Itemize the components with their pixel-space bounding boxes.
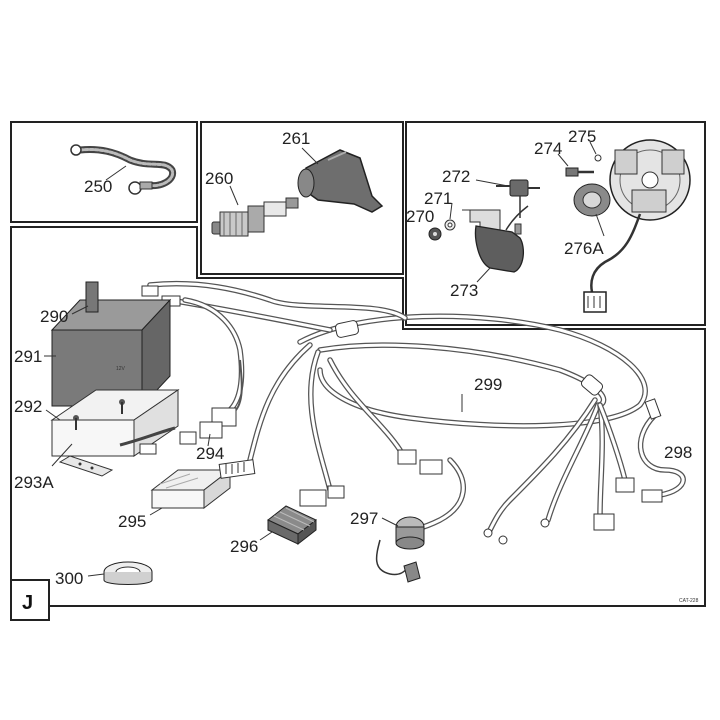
callout-273: 273 <box>450 281 478 300</box>
ground-cable <box>70 144 177 195</box>
callout-271: 271 <box>424 189 452 208</box>
multi-connector <box>218 459 256 479</box>
mounting-plate <box>58 455 114 477</box>
frame-ignition <box>405 121 706 326</box>
callout-291: 291 <box>14 347 42 366</box>
relay-fuse-holder <box>179 359 243 445</box>
callout-272: 272 <box>442 167 470 186</box>
callout-300: 300 <box>55 569 83 588</box>
insulating-tape <box>103 561 153 585</box>
callout-297: 297 <box>350 509 378 528</box>
wiring-harness <box>141 280 686 545</box>
pulse-generator <box>496 179 540 218</box>
callout-250: 250 <box>84 177 112 196</box>
callout-260: 260 <box>205 169 233 188</box>
spark-plug <box>211 197 299 237</box>
callout-276a: 276A <box>564 239 604 258</box>
section-letter: J <box>22 592 33 614</box>
callout-294: 294 <box>196 444 224 463</box>
spark-plug-cap <box>297 149 384 213</box>
catalog-code: CAT-228 <box>679 598 699 604</box>
section-box <box>10 579 50 621</box>
callout-293a: 293A <box>14 473 54 492</box>
cdi-unit <box>150 468 232 510</box>
frame-spark-plug <box>200 121 404 275</box>
frame-wiring <box>10 226 706 607</box>
voltage-regulator <box>267 485 345 546</box>
screw-274 <box>565 154 602 177</box>
callout-270: 270 <box>406 207 434 226</box>
callout-261: 261 <box>282 129 310 148</box>
callout-274: 274 <box>534 139 562 158</box>
callout-298: 298 <box>664 443 692 462</box>
callout-299: 299 <box>474 375 502 394</box>
callout-292: 292 <box>14 397 42 416</box>
frame-ground-cable <box>10 121 198 223</box>
ignition-switch <box>375 516 425 583</box>
callout-296: 296 <box>230 537 258 556</box>
callout-275: 275 <box>568 127 596 146</box>
battery-tray <box>50 389 180 457</box>
nut-washer <box>428 219 456 241</box>
stator <box>573 139 691 313</box>
callout-295: 295 <box>118 512 146 531</box>
svg-text:12V: 12V <box>116 366 126 372</box>
ignition-coil <box>462 205 529 273</box>
battery: 12V <box>50 281 172 408</box>
callout-290: 290 <box>40 307 68 326</box>
